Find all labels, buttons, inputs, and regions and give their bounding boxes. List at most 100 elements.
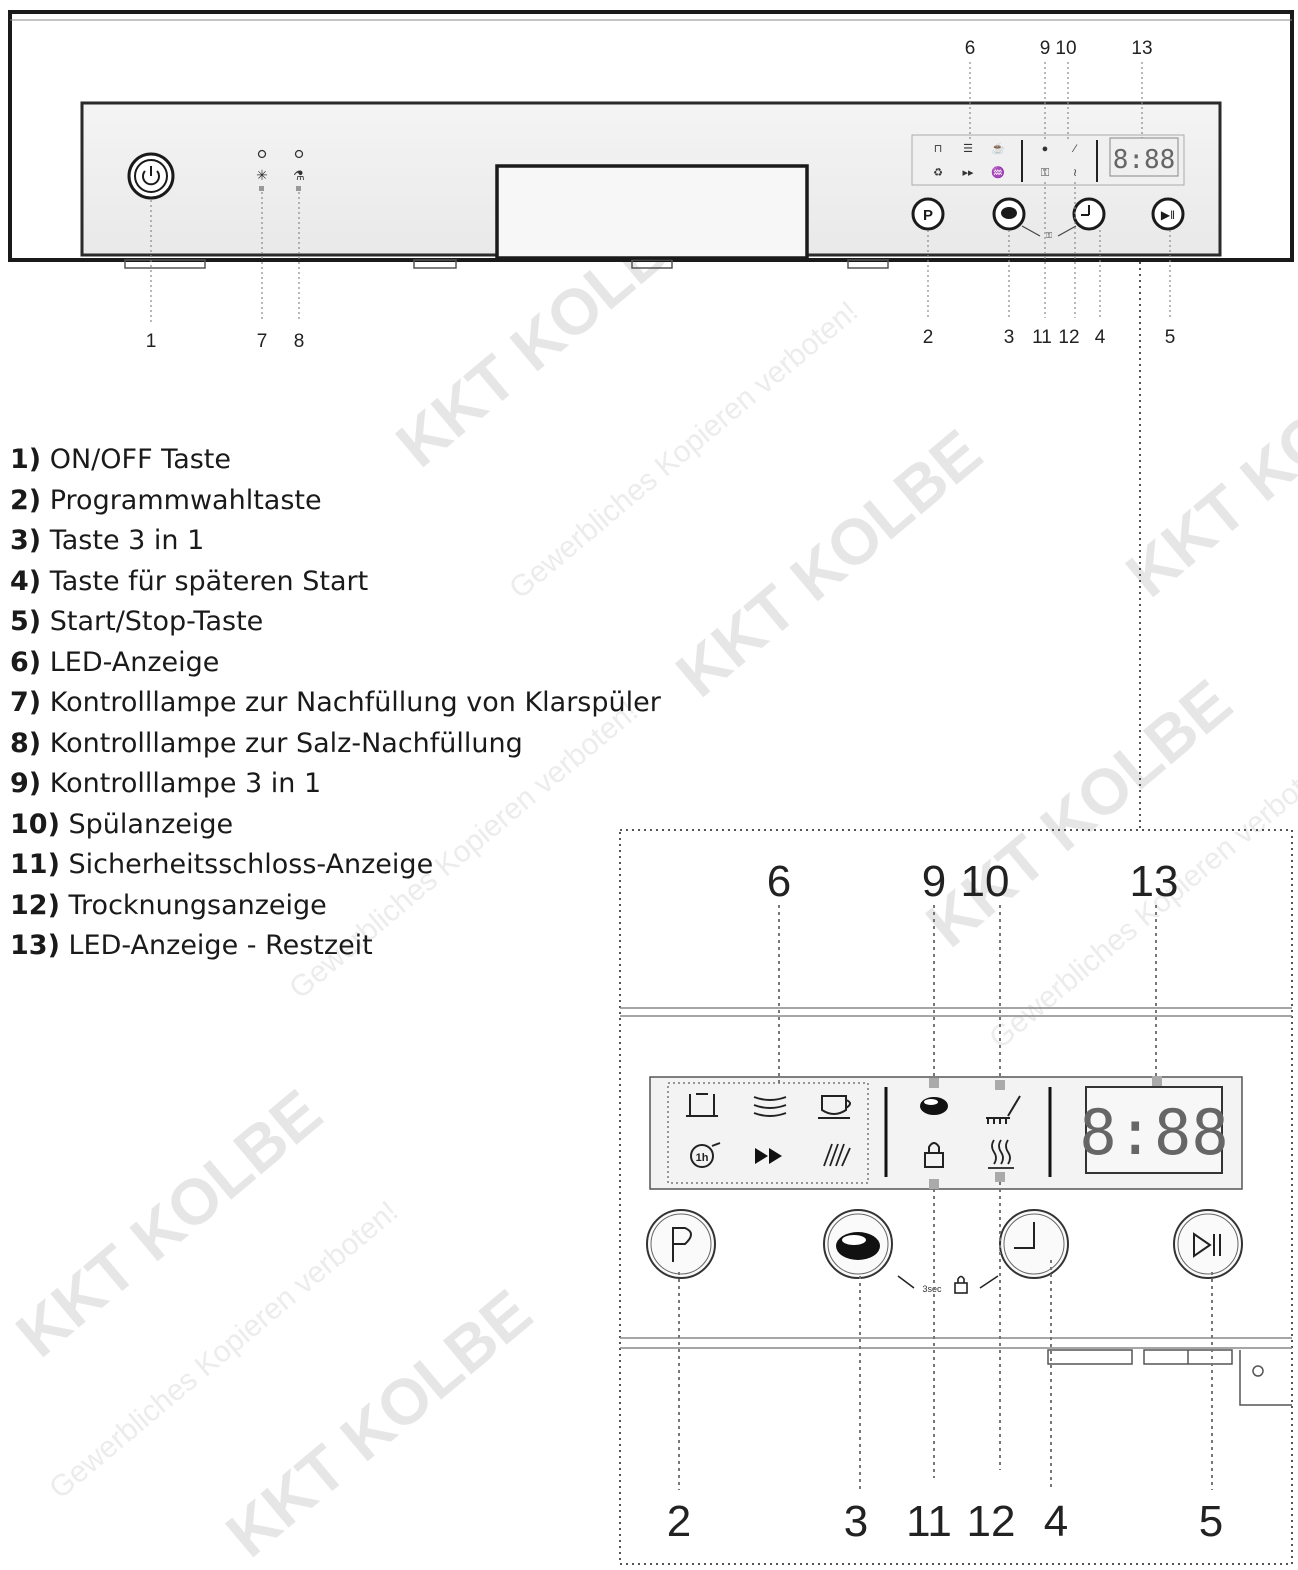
delay-start-button-zoom[interactable] <box>999 1209 1069 1279</box>
legend-item: 5) Start/Stop-Taste <box>10 606 264 637</box>
zoom-callout-3: 3 <box>844 1497 868 1546</box>
lock-combo-hint-small: ⚿ <box>1046 231 1052 240</box>
led-display-area <box>911 134 1185 186</box>
eco-icon: 1h <box>690 1142 721 1168</box>
callout-8: 8 <box>294 331 305 352</box>
zoom-callout-6: 6 <box>767 857 791 906</box>
panel-clip <box>1239 1350 1292 1406</box>
legend-item: 8) Kontrolllampe zur Salz-Nachfüllung <box>10 727 523 759</box>
lock-icon: ⚿ <box>1041 167 1049 179</box>
legend-item: 11) Sicherheitsschloss-Anzeige <box>10 849 434 880</box>
remaining-time-display <box>1085 1086 1223 1174</box>
start-stop-button[interactable]: ▶‖ <box>1151 197 1185 231</box>
pot-icon <box>686 1093 718 1117</box>
legend-item: 3) Taste 3 in 1 <box>10 525 205 556</box>
time-display-small <box>1109 137 1179 177</box>
callout-13: 13 <box>1131 38 1152 59</box>
delay-start-button[interactable] <box>1072 197 1106 231</box>
legend-item: 12) Trocknungsanzeige <box>10 889 327 921</box>
callout-10: 10 <box>1055 38 1076 59</box>
salt-indicator: ⚗ <box>293 149 305 191</box>
cup-icon: ☕ <box>991 141 1005 155</box>
lock-combo-icon <box>954 1275 968 1294</box>
start-stop-button-zoom[interactable] <box>1173 1209 1243 1279</box>
program-p-icon <box>672 1227 692 1262</box>
eco-icon: ♻ <box>933 167 943 179</box>
legend-item: 4) Taste für späteren Start <box>10 565 369 597</box>
zoom-callout-12: 12 <box>967 1497 1016 1546</box>
callout-9: 9 <box>1040 38 1051 59</box>
panel-foot <box>631 259 673 269</box>
status-icons-small: ● ⁄ ⚿ ≀ <box>1041 143 1078 179</box>
legend-item: 13) LED-Anzeige - Restzeit <box>10 930 373 961</box>
legend-list: 1) ON/OFF Taste 2) Programmwahltaste 3) … <box>10 440 661 967</box>
power-button[interactable] <box>127 152 175 200</box>
callout-5: 5 <box>1165 327 1176 348</box>
callout-11: 11 <box>1032 327 1052 348</box>
lock-combo-line <box>1021 225 1077 237</box>
control-panel: ✳ ⚗ ⊓ ☰ ☕ ♻ ▸▸ ♒ ● ⁄ ⚿ ≀ 8:88 <box>8 10 1294 269</box>
panel-foot <box>847 259 889 269</box>
three-in-one-button-zoom[interactable] <box>823 1209 893 1279</box>
drying-indicator-icon <box>988 1139 1014 1169</box>
panel-callouts: 6 9 10 13 1 7 8 2 3 11 12 4 5 <box>146 38 1176 352</box>
drying-icon: ≀ <box>1073 167 1077 179</box>
cup-icon <box>818 1095 851 1119</box>
callout-1: 1 <box>146 331 157 352</box>
pot-icon: ⊓ <box>934 143 943 155</box>
rinse-icon: ⁄ <box>1071 143 1078 155</box>
lock-combo-line <box>897 1275 999 1289</box>
zoom-callout-5: 5 <box>1199 1497 1223 1546</box>
legend-item: 10) Spülanzeige <box>10 808 234 840</box>
legend-item: 9) Kontrolllampe 3 in 1 <box>10 768 322 799</box>
glass-icon: ♒ <box>991 166 1005 179</box>
clock-icon <box>1014 1222 1035 1249</box>
callout-12: 12 <box>1058 327 1079 348</box>
watermark-brand: KKT KOLBE <box>913 666 1245 961</box>
program-icon-group <box>667 1082 869 1184</box>
power-icon <box>142 166 160 186</box>
callout-4: 4 <box>1095 327 1106 348</box>
lock-indicator-icon <box>924 1142 944 1168</box>
callout-2: 2 <box>923 327 934 348</box>
three-in-one-indicator-icon <box>920 1097 948 1115</box>
panel-clip <box>1047 1349 1133 1365</box>
plates-icon <box>753 1096 787 1117</box>
fast-forward-icon <box>755 1148 782 1164</box>
program-button-zoom[interactable] <box>646 1209 716 1279</box>
panel-leader-lines <box>150 62 1171 322</box>
watermark-brand: KKT KOLBE <box>3 1076 335 1371</box>
play-pause-icon <box>1193 1232 1221 1258</box>
salt-icon: ⚗ <box>293 168 305 183</box>
tablet-icon <box>836 1232 880 1260</box>
program-p-icon: P <box>923 207 933 224</box>
zoom-callout-2: 2 <box>667 1497 691 1546</box>
callout-6: 6 <box>965 38 976 59</box>
svg-text:1h: 1h <box>696 1152 709 1164</box>
three-in-one-button[interactable] <box>992 197 1026 231</box>
lock-combo-label: 3sec <box>922 1284 942 1294</box>
zoom-callout-10: 10 <box>961 857 1010 906</box>
program-button[interactable]: P <box>911 197 945 231</box>
tablet-icon: ● <box>1042 143 1049 155</box>
legend-item: 6) LED-Anzeige <box>10 646 220 678</box>
fast-forward-icon: ▸▸ <box>962 167 974 179</box>
zoom-callout-11: 11 <box>906 1497 952 1546</box>
zoom-callout-13: 13 <box>1130 857 1179 906</box>
callout-7: 7 <box>257 331 268 352</box>
legend-item: 2) Programmwahltaste <box>10 484 322 516</box>
zoom-callout-9: 9 <box>922 857 946 906</box>
tablet-icon <box>1001 207 1017 219</box>
play-pause-icon: ▶‖ <box>1161 208 1175 222</box>
zoom-frame <box>619 829 1293 1565</box>
panel-foot <box>124 259 206 269</box>
panel-foot <box>413 259 457 269</box>
callout-3: 3 <box>1004 327 1015 348</box>
glass-icon <box>823 1143 851 1167</box>
plates-icon: ☰ <box>963 143 973 155</box>
zoom-detail: 1h 8:88 <box>619 829 1293 1565</box>
clock-icon <box>1081 205 1090 216</box>
zoom-leader-lines <box>678 905 1213 1490</box>
rinse-aid-indicator: ✳ <box>256 149 268 191</box>
zoom-callout-4: 4 <box>1044 1497 1068 1546</box>
